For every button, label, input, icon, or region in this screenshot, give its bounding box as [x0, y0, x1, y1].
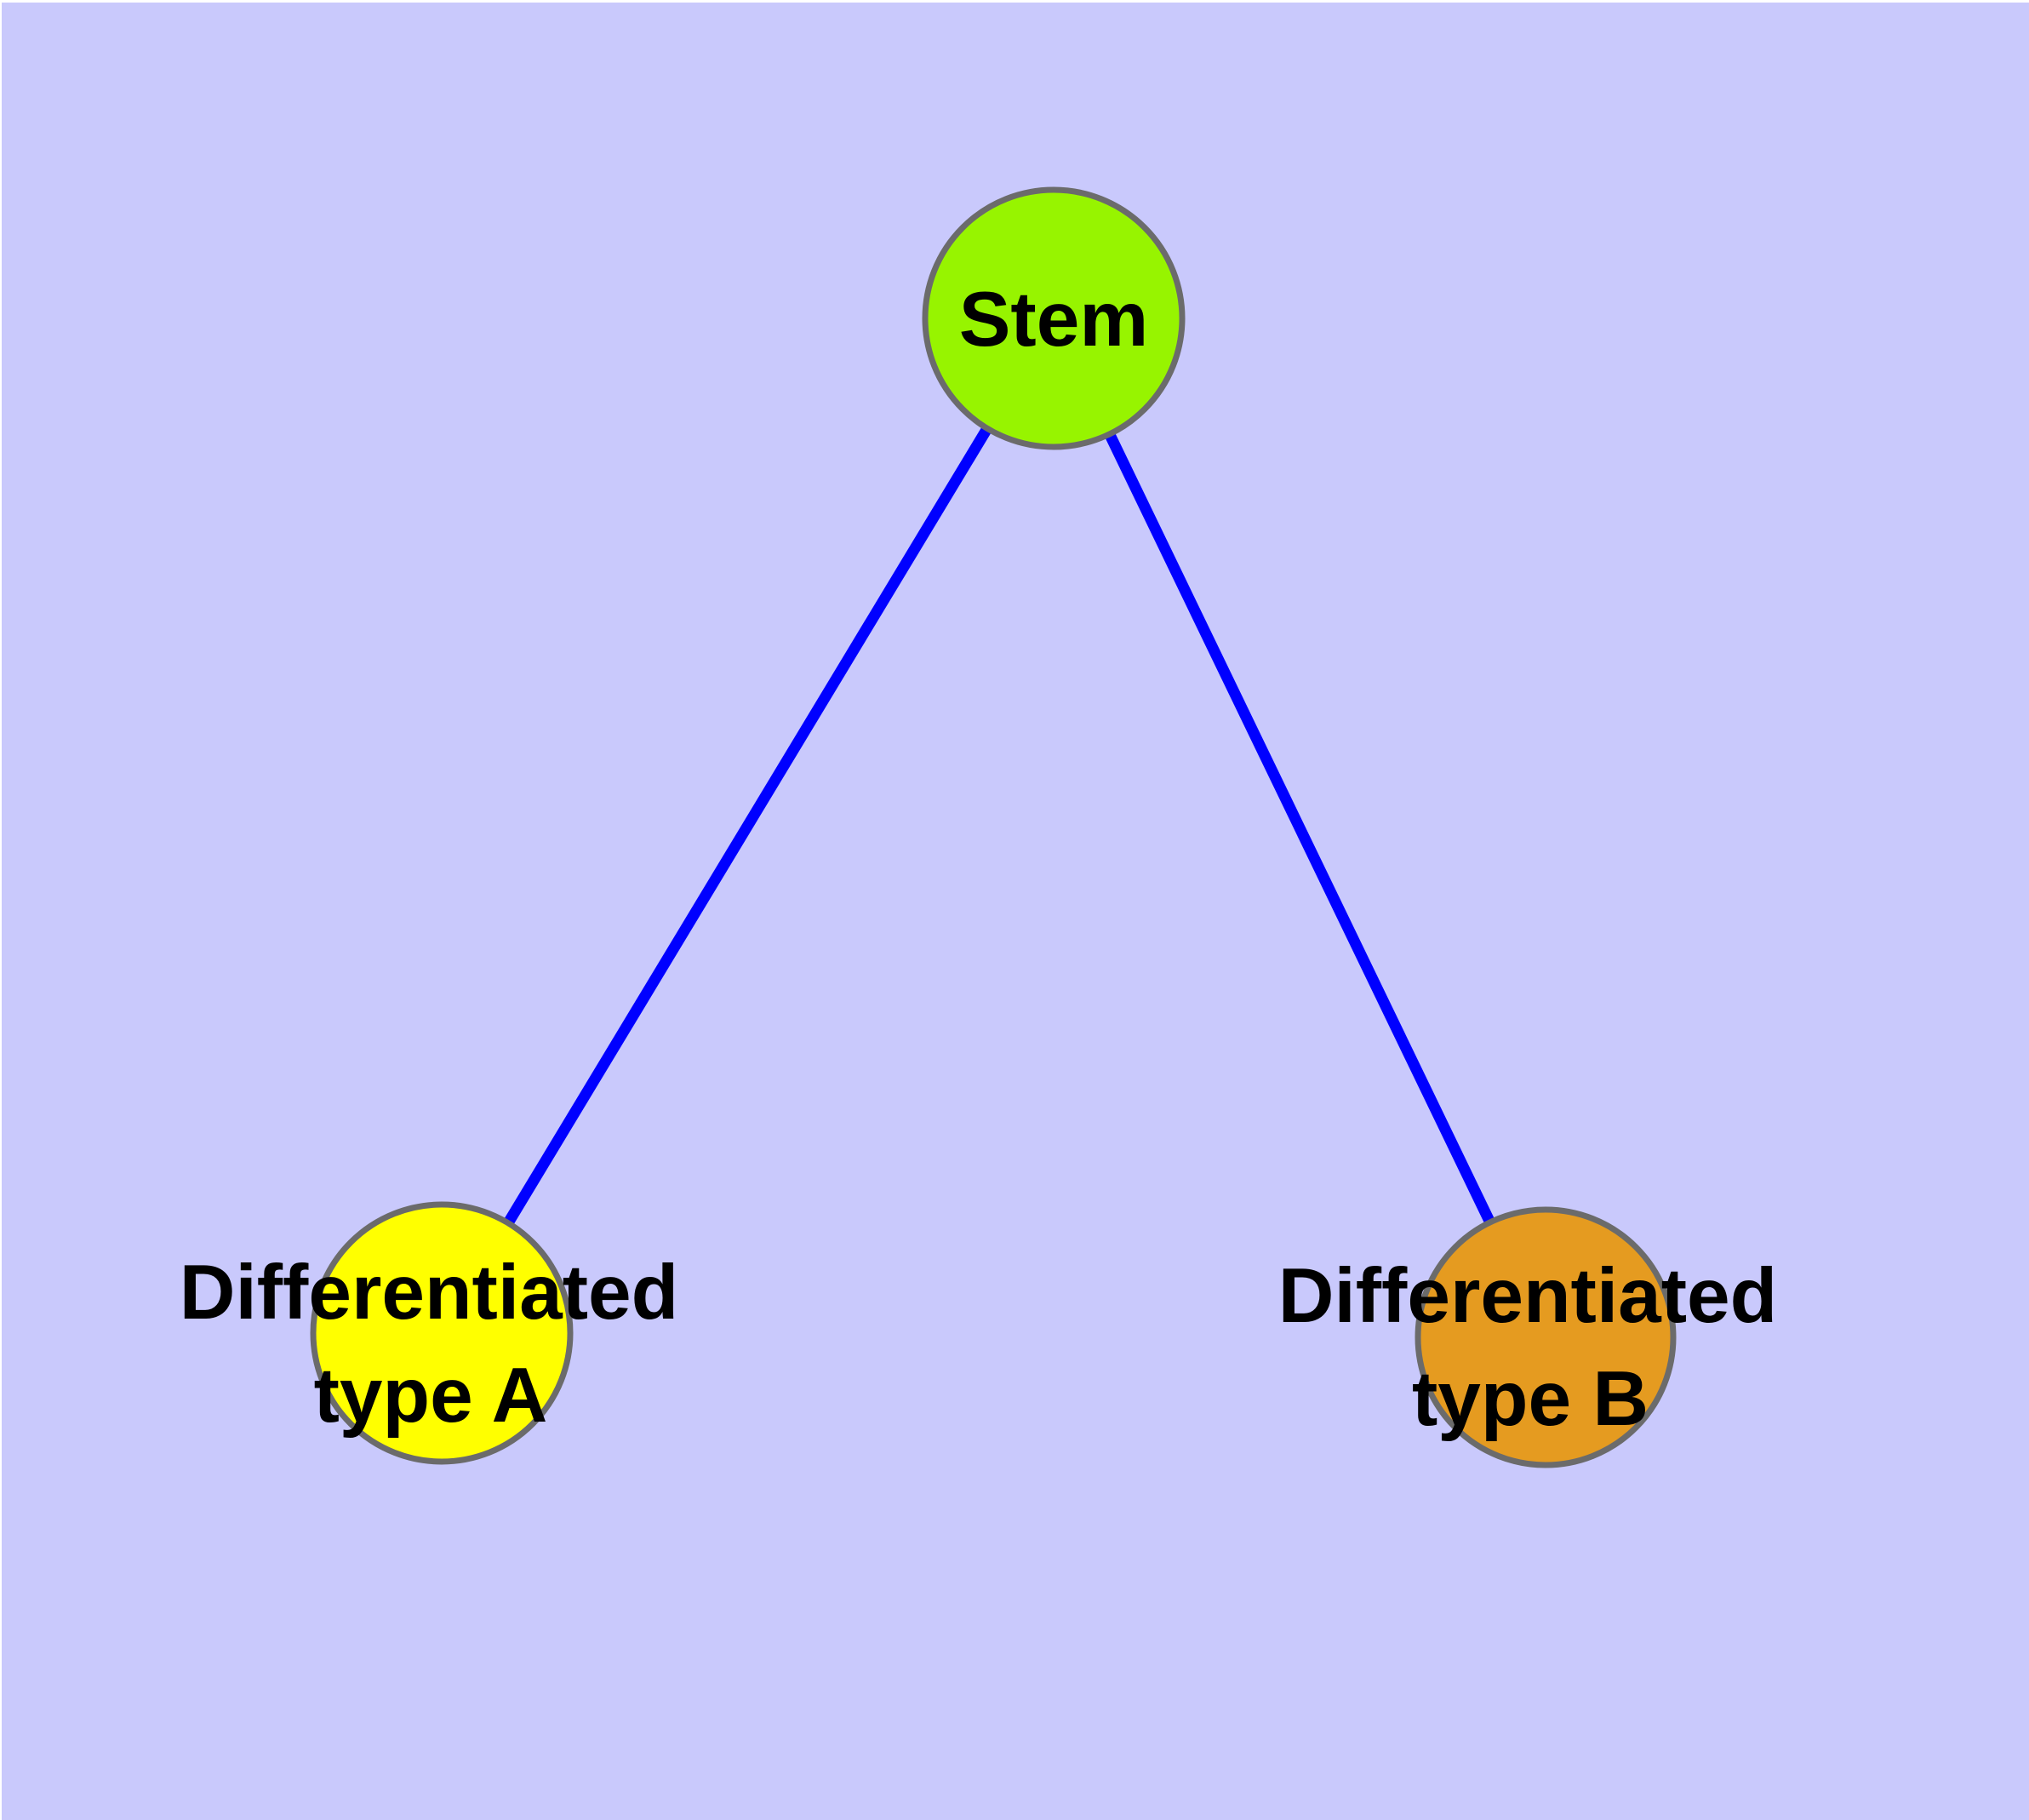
node-type-a-label-line1: Differentiated	[180, 1250, 679, 1336]
node-stem-label: Stem	[959, 277, 1149, 363]
node-type-b-circle	[1415, 1206, 1677, 1468]
node-type-a-circle	[310, 1201, 574, 1465]
edge-stem-to-type-b	[1049, 316, 1551, 1340]
node-type-a-label-line2: type A	[314, 1353, 548, 1439]
node-differentiated-type-b: Differentiated type B	[1278, 1206, 1778, 1468]
node-stem: Stem	[922, 186, 1186, 450]
node-stem-circle	[922, 186, 1186, 450]
node-type-b-label-line2: type B	[1412, 1356, 1649, 1442]
node-type-b-label-line1: Differentiated	[1278, 1253, 1778, 1339]
edge-stem-to-type-a	[437, 315, 1059, 1336]
node-differentiated-type-a: Differentiated type A	[180, 1201, 679, 1465]
